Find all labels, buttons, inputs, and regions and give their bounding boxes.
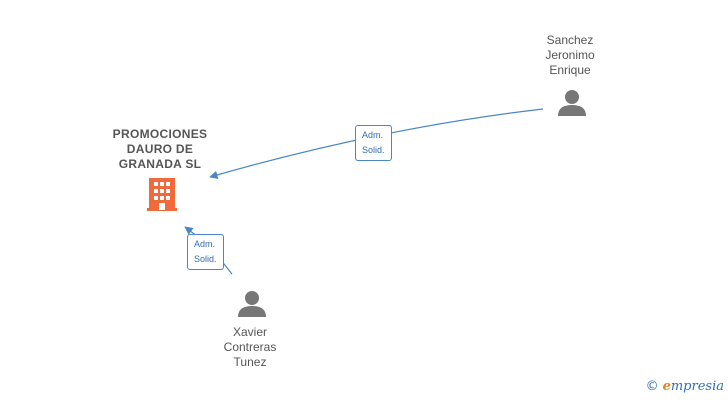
edge-label-sanchez-role[interactable]: Adm. Solid. — [355, 125, 392, 161]
company-name[interactable]: PROMOCIONES DAURO DE GRANADA SL — [112, 127, 208, 171]
person-icon[interactable] — [558, 90, 586, 116]
person-name-xavier[interactable]: Xavier Contreras Tunez — [223, 325, 277, 369]
person-icon[interactable] — [238, 291, 266, 317]
empresia-logo[interactable]: ©empresia — [645, 379, 724, 394]
person-name-sanchez[interactable]: Sanchez Jeronimo Enrique — [545, 33, 595, 77]
copyright-icon: © — [645, 379, 659, 394]
building-icon[interactable] — [147, 178, 177, 211]
edge-label-xavier-role[interactable]: Adm. Solid. — [187, 234, 224, 270]
